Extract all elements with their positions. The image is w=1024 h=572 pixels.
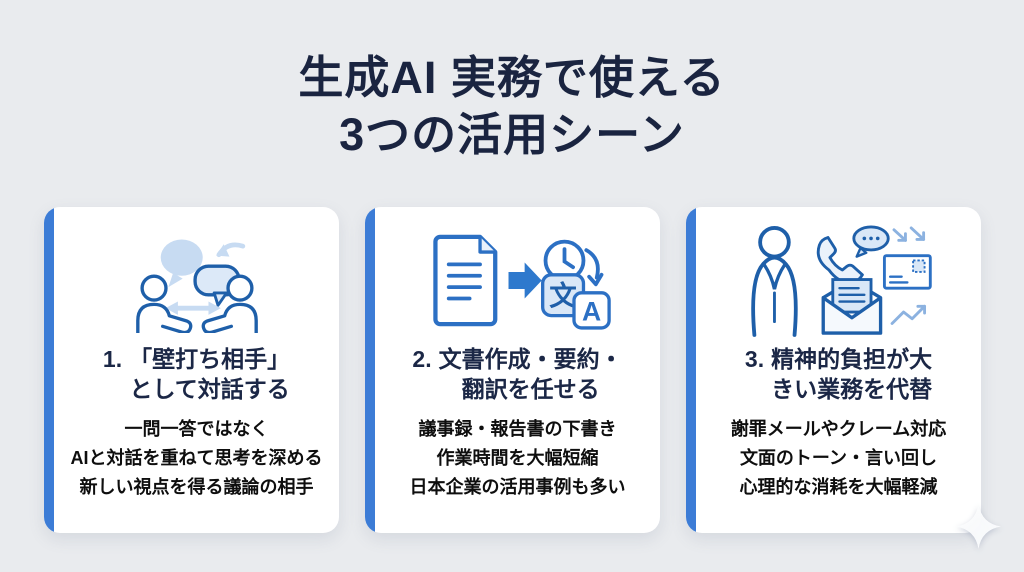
card-body: 謝罪メールやクレーム対応 文面のトーン・言い回し 心理的な消耗を大幅軽減 bbox=[708, 415, 969, 502]
card-icon-area: 文 A bbox=[387, 221, 648, 339]
card-accent-stripe bbox=[44, 207, 54, 533]
card-number: 3. bbox=[744, 346, 765, 372]
card-wall-partner: 1. 「壁打ち相手」 として対話する 一問一答ではなく AIと対話を重ねて思考を… bbox=[44, 207, 339, 533]
card-title-lines: 文書作成・要約・ 翻訳を任せる bbox=[439, 345, 623, 405]
card-icon-area bbox=[708, 221, 969, 339]
card-title-line-1: 「壁打ち相手」 bbox=[129, 346, 291, 372]
page-title-line-2: 3つの活用シーン bbox=[339, 108, 685, 160]
card-body-line: 一問一答ではなく bbox=[124, 418, 269, 439]
card-title-line-2: 翻訳を任せる bbox=[461, 375, 600, 402]
page-title: 生成AI 実務で使える 3つの活用シーン bbox=[0, 50, 1024, 163]
document-translation-icon: 文 A bbox=[432, 234, 611, 330]
card-number: 1. bbox=[102, 346, 123, 372]
card-content: 文 A 2. 文書作成・要約・ 翻訳を任せる 議事録・報告書の下書き 作業時間を… bbox=[365, 207, 660, 533]
card-body-line: 心理的な消耗を大幅軽減 bbox=[739, 477, 938, 498]
card-body-line: 新しい視点を得る議論の相手 bbox=[79, 477, 314, 498]
card-title-lines: 「壁打ち相手」 として対話する bbox=[129, 345, 290, 405]
card-content: 1. 「壁打ち相手」 として対話する 一問一答ではなく AIと対話を重ねて思考を… bbox=[44, 207, 339, 533]
card-accent-stripe bbox=[686, 207, 696, 533]
page-title-line-1: 生成AI 実務で使える bbox=[298, 52, 726, 103]
card-document-tasks: 文 A 2. 文書作成・要約・ 翻訳を任せる 議事録・報告書の下書き 作業時間を… bbox=[365, 207, 660, 533]
conversation-icon bbox=[135, 238, 258, 333]
card-accent-stripe bbox=[365, 207, 375, 533]
card-title-line-1: 精神的負担が大 bbox=[771, 346, 933, 372]
card-body-line: 文面のトーン・言い回し bbox=[739, 447, 938, 468]
card-body-line: 作業時間を大幅短縮 bbox=[436, 447, 599, 468]
sparkle-icon bbox=[956, 504, 1001, 549]
card-title-lines: 精神的負担が大 きい業務を代替 bbox=[771, 345, 932, 405]
card-title-line-1: 文書作成・要約・ bbox=[438, 346, 623, 372]
card-emotional-burden: 3. 精神的負担が大 きい業務を代替 謝罪メールやクレーム対応 文面のトーン・言… bbox=[686, 207, 981, 533]
card-title: 1. 「壁打ち相手」 として対話する bbox=[66, 345, 327, 405]
svg-text:A: A bbox=[581, 296, 600, 326]
card-body-line: 議事録・報告書の下書き bbox=[418, 418, 617, 439]
card-body-line: 謝罪メールやクレーム対応 bbox=[730, 418, 947, 439]
emotional-burden-icon bbox=[750, 225, 932, 337]
card-row: 1. 「壁打ち相手」 として対話する 一問一答ではなく AIと対話を重ねて思考を… bbox=[44, 207, 981, 533]
card-body: 一問一答ではなく AIと対話を重ねて思考を深める 新しい視点を得る議論の相手 bbox=[66, 415, 327, 502]
card-title: 3. 精神的負担が大 きい業務を代替 bbox=[708, 345, 969, 405]
card-title-line-2: きい業務を代替 bbox=[771, 375, 933, 402]
card-body-line: 日本企業の活用事例も多い bbox=[409, 477, 626, 498]
card-title-line-2: として対話する bbox=[129, 375, 290, 402]
card-number: 2. bbox=[412, 346, 432, 372]
card-title: 2. 文書作成・要約・ 翻訳を任せる bbox=[387, 345, 648, 405]
card-content: 3. 精神的負担が大 きい業務を代替 謝罪メールやクレーム対応 文面のトーン・言… bbox=[686, 207, 981, 533]
card-icon-area bbox=[66, 221, 327, 339]
card-body: 議事録・報告書の下書き 作業時間を大幅短縮 日本企業の活用事例も多い bbox=[387, 415, 648, 502]
card-body-line: AIと対話を重ねて思考を深める bbox=[70, 447, 323, 468]
